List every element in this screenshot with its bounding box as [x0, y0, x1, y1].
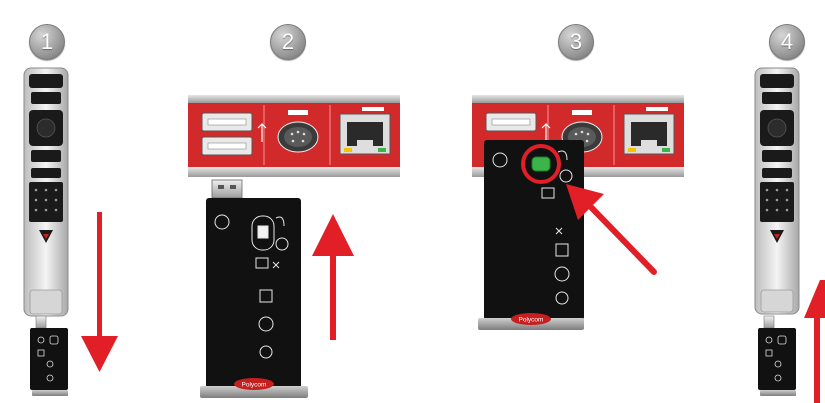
- usb-dongle-step-4: [758, 315, 796, 396]
- step-2-badge: 2: [270, 24, 306, 60]
- step-2-number: 2: [281, 29, 295, 54]
- up-arrow-step-4: [804, 280, 825, 403]
- remote-control-step-4: [754, 67, 800, 315]
- down-arrow-step-1: [81, 212, 118, 372]
- step-4-badge: 4: [769, 24, 805, 60]
- usb-dongle-inserted-step-3: Polycom: [478, 140, 584, 330]
- brand-label-step-3: Polycom: [519, 317, 544, 324]
- usb-dongle-step-1: [30, 315, 68, 396]
- step-1-number: 1: [40, 29, 54, 54]
- step-3-badge: 3: [558, 24, 594, 60]
- step-3-number: 3: [569, 29, 583, 54]
- system-back-panel-step-2: [188, 95, 400, 177]
- brand-label-step-2: Polycom: [242, 382, 267, 389]
- diagonal-arrow-step-3: [566, 184, 657, 275]
- pairing-led-highlight: [521, 144, 561, 184]
- step-4-number: 4: [780, 29, 794, 54]
- up-arrow-step-2: [312, 214, 354, 340]
- remote-control-step-1: [23, 67, 69, 317]
- step-1-badge: 1: [29, 24, 65, 60]
- usb-dongle-step-2: Polycom: [200, 179, 308, 398]
